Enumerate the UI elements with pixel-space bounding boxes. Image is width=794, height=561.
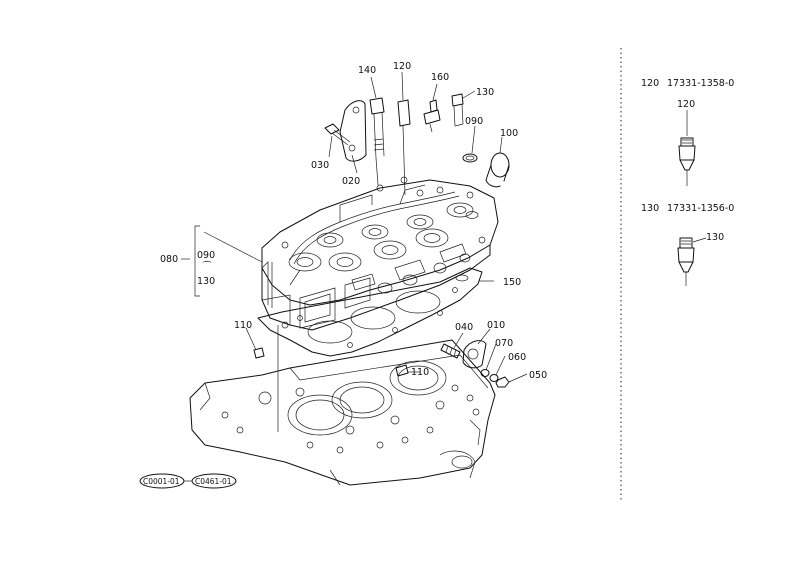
callout-050: 050 bbox=[529, 370, 547, 381]
side-panel: 120 17331-1358-0 120 130 17331-1356-0 13… bbox=[641, 78, 734, 286]
side-row2-ref: 130 bbox=[641, 203, 659, 214]
callout-060: 060 bbox=[508, 352, 526, 363]
callout-110-right: 110 bbox=[411, 367, 429, 378]
side-row1-part-no: 17331-1358-0 bbox=[667, 78, 734, 89]
ref-left: C0001-01 bbox=[143, 477, 180, 486]
nozzle-detail bbox=[677, 237, 695, 286]
side-row2-callout: 130 bbox=[706, 232, 724, 243]
reference-tags: C0001-01 C0461-01 bbox=[139, 473, 237, 489]
callout-030: 030 bbox=[311, 160, 329, 171]
callout-110-left: 110 bbox=[234, 320, 252, 331]
callout-080-from: 090 bbox=[197, 250, 215, 261]
callout-040: 040 bbox=[455, 322, 473, 333]
side-row1-ref: 120 bbox=[641, 78, 659, 89]
callout-100: 100 bbox=[500, 128, 518, 139]
callout-130: 130 bbox=[476, 87, 494, 98]
cylinder-block bbox=[189, 339, 496, 486]
callout-020: 020 bbox=[342, 176, 360, 187]
callout-120: 120 bbox=[393, 61, 411, 72]
upper-parts bbox=[324, 93, 510, 188]
ref-right: C0461-01 bbox=[195, 477, 232, 486]
callout-080-to: 130 bbox=[197, 276, 215, 287]
lower-parts bbox=[253, 340, 510, 388]
callout-070: 070 bbox=[495, 338, 513, 349]
callout-160: 160 bbox=[431, 72, 449, 83]
cylinder-head bbox=[261, 176, 499, 331]
side-row1-callout: 120 bbox=[677, 99, 695, 110]
callout-140: 140 bbox=[358, 65, 376, 76]
callout-150: 150 bbox=[503, 277, 521, 288]
callout-010: 010 bbox=[487, 320, 505, 331]
callout-090: 090 bbox=[465, 116, 483, 127]
callout-080: 080 bbox=[160, 254, 178, 265]
callout-labels: 140 120 160 130 090 100 030 020 080 090 … bbox=[160, 61, 547, 381]
glow-plug-detail bbox=[678, 137, 696, 186]
side-row2-part-no: 17331-1356-0 bbox=[667, 203, 734, 214]
callout-080-sep: ⁀ bbox=[202, 262, 212, 273]
ref-oval-right bbox=[191, 473, 237, 489]
leader-lines bbox=[181, 71, 528, 432]
